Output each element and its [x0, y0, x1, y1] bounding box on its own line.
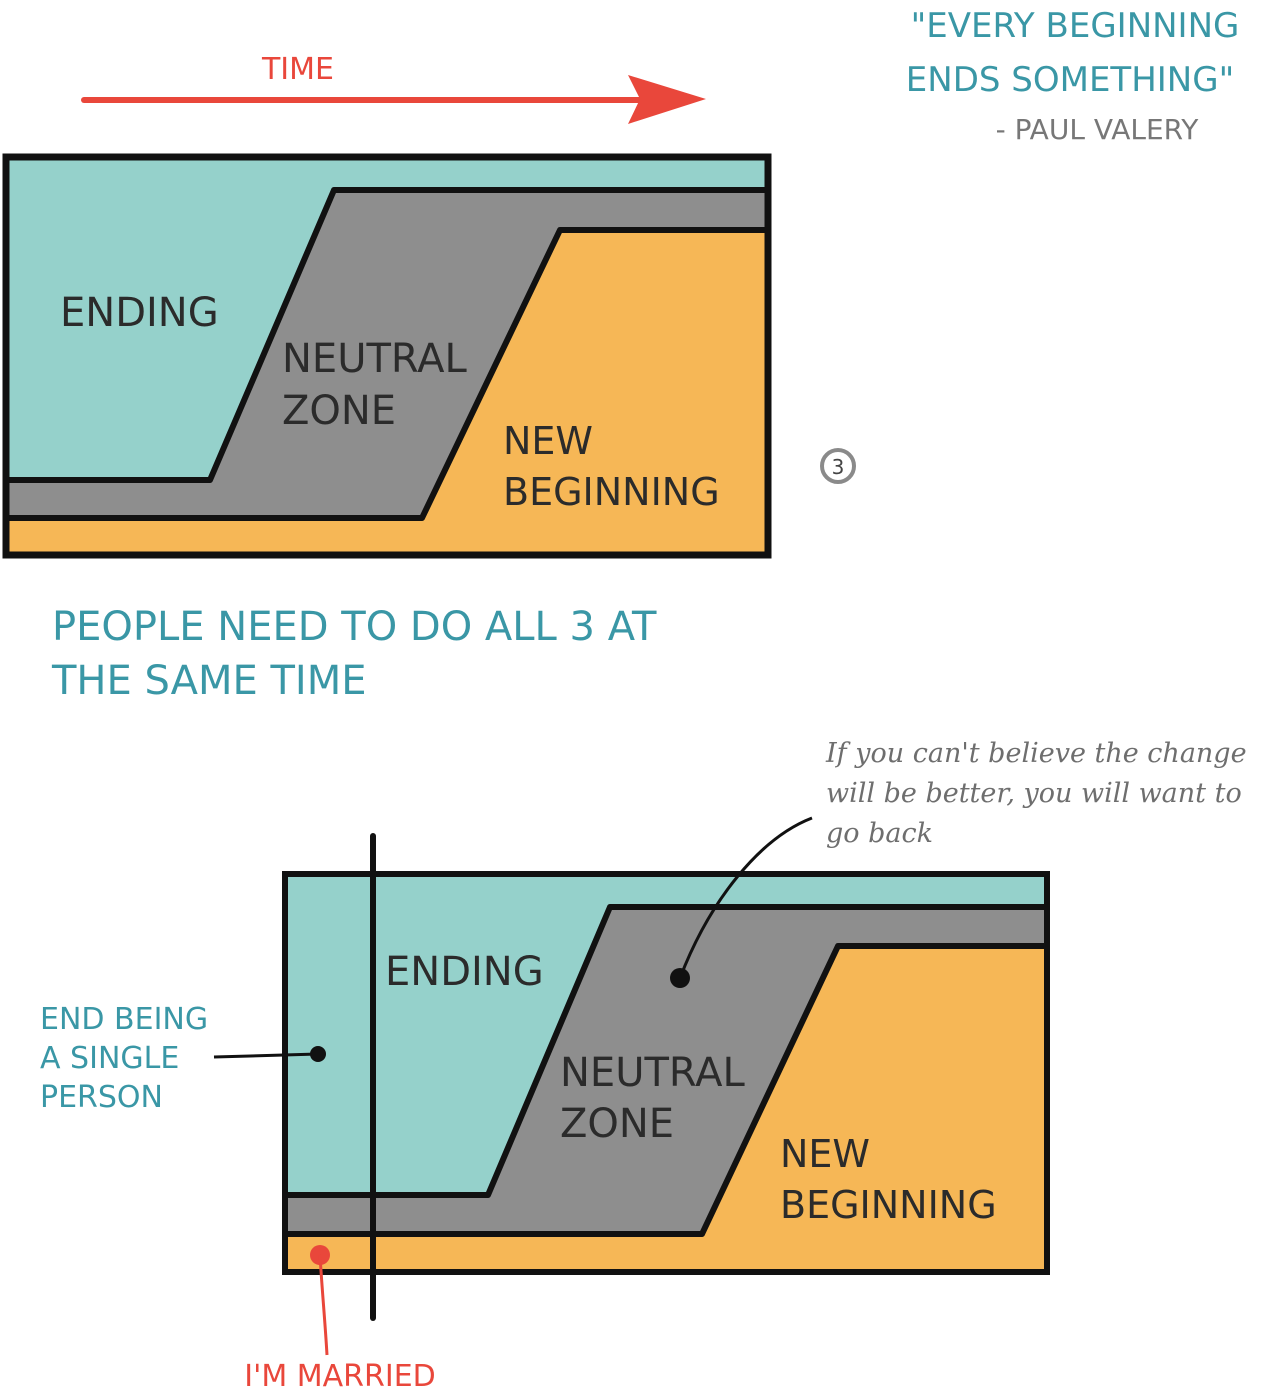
neutral-zone-region [6, 190, 768, 518]
new-beginning-label-2: BEGINNING [780, 1183, 997, 1227]
neutral-zone-label-1: NEUTRAL [282, 336, 467, 382]
left-note-line-1: END BEING [40, 1002, 208, 1037]
married-pointer [318, 1254, 329, 1356]
new-beginning-label-2: BEGINNING [503, 470, 720, 514]
left-note-pointer [213, 1052, 319, 1059]
time-label: TIME [261, 52, 334, 87]
neutral-zone-label-2: ZONE [282, 388, 396, 434]
statement-line-2: THE SAME TIME [51, 658, 367, 704]
new-beginning-region [6, 230, 768, 555]
page-number-badge: 3 [820, 448, 856, 484]
time-arrow [81, 75, 706, 124]
diagram-frame [2, 153, 772, 559]
new-beginning-label-1: NEW [780, 1132, 870, 1176]
top-note-line-1: If you can't believe the change [825, 738, 1247, 769]
left-note-line-2: A SINGLE [40, 1041, 179, 1076]
ending-label: ENDING [385, 949, 544, 995]
top-note-line-3: go back [826, 818, 933, 849]
quote-attribution: - PAUL VALERY [996, 113, 1200, 146]
quote-line-2: ENDS SOMETHING" [906, 60, 1234, 100]
diagram-frame [282, 871, 1050, 1275]
left-note-line-3: PERSON [40, 1080, 163, 1115]
neutral-zone-label-2: ZONE [560, 1101, 674, 1147]
new-beginning-region [285, 946, 1047, 1272]
top-note-pointer [678, 816, 813, 979]
ending-label: ENDING [60, 290, 219, 336]
top-note-dot [670, 968, 690, 988]
neutral-zone-region [285, 907, 1047, 1234]
left-note-dot [310, 1046, 326, 1062]
statement-line-1: PEOPLE NEED TO DO ALL 3 AT [52, 604, 657, 650]
transition-diagram-bottom [282, 833, 1050, 1321]
transition-diagram-top [2, 153, 772, 559]
married-note: I'M MARRIED [244, 1359, 436, 1391]
neutral-zone-label-1: NEUTRAL [560, 1050, 745, 1096]
page-number: 3 [832, 455, 845, 479]
top-note-line-2: will be better, you will want to [826, 778, 1242, 809]
new-beginning-label-1: NEW [503, 419, 593, 463]
quote-line-1: "EVERY BEGINNING [911, 6, 1240, 46]
